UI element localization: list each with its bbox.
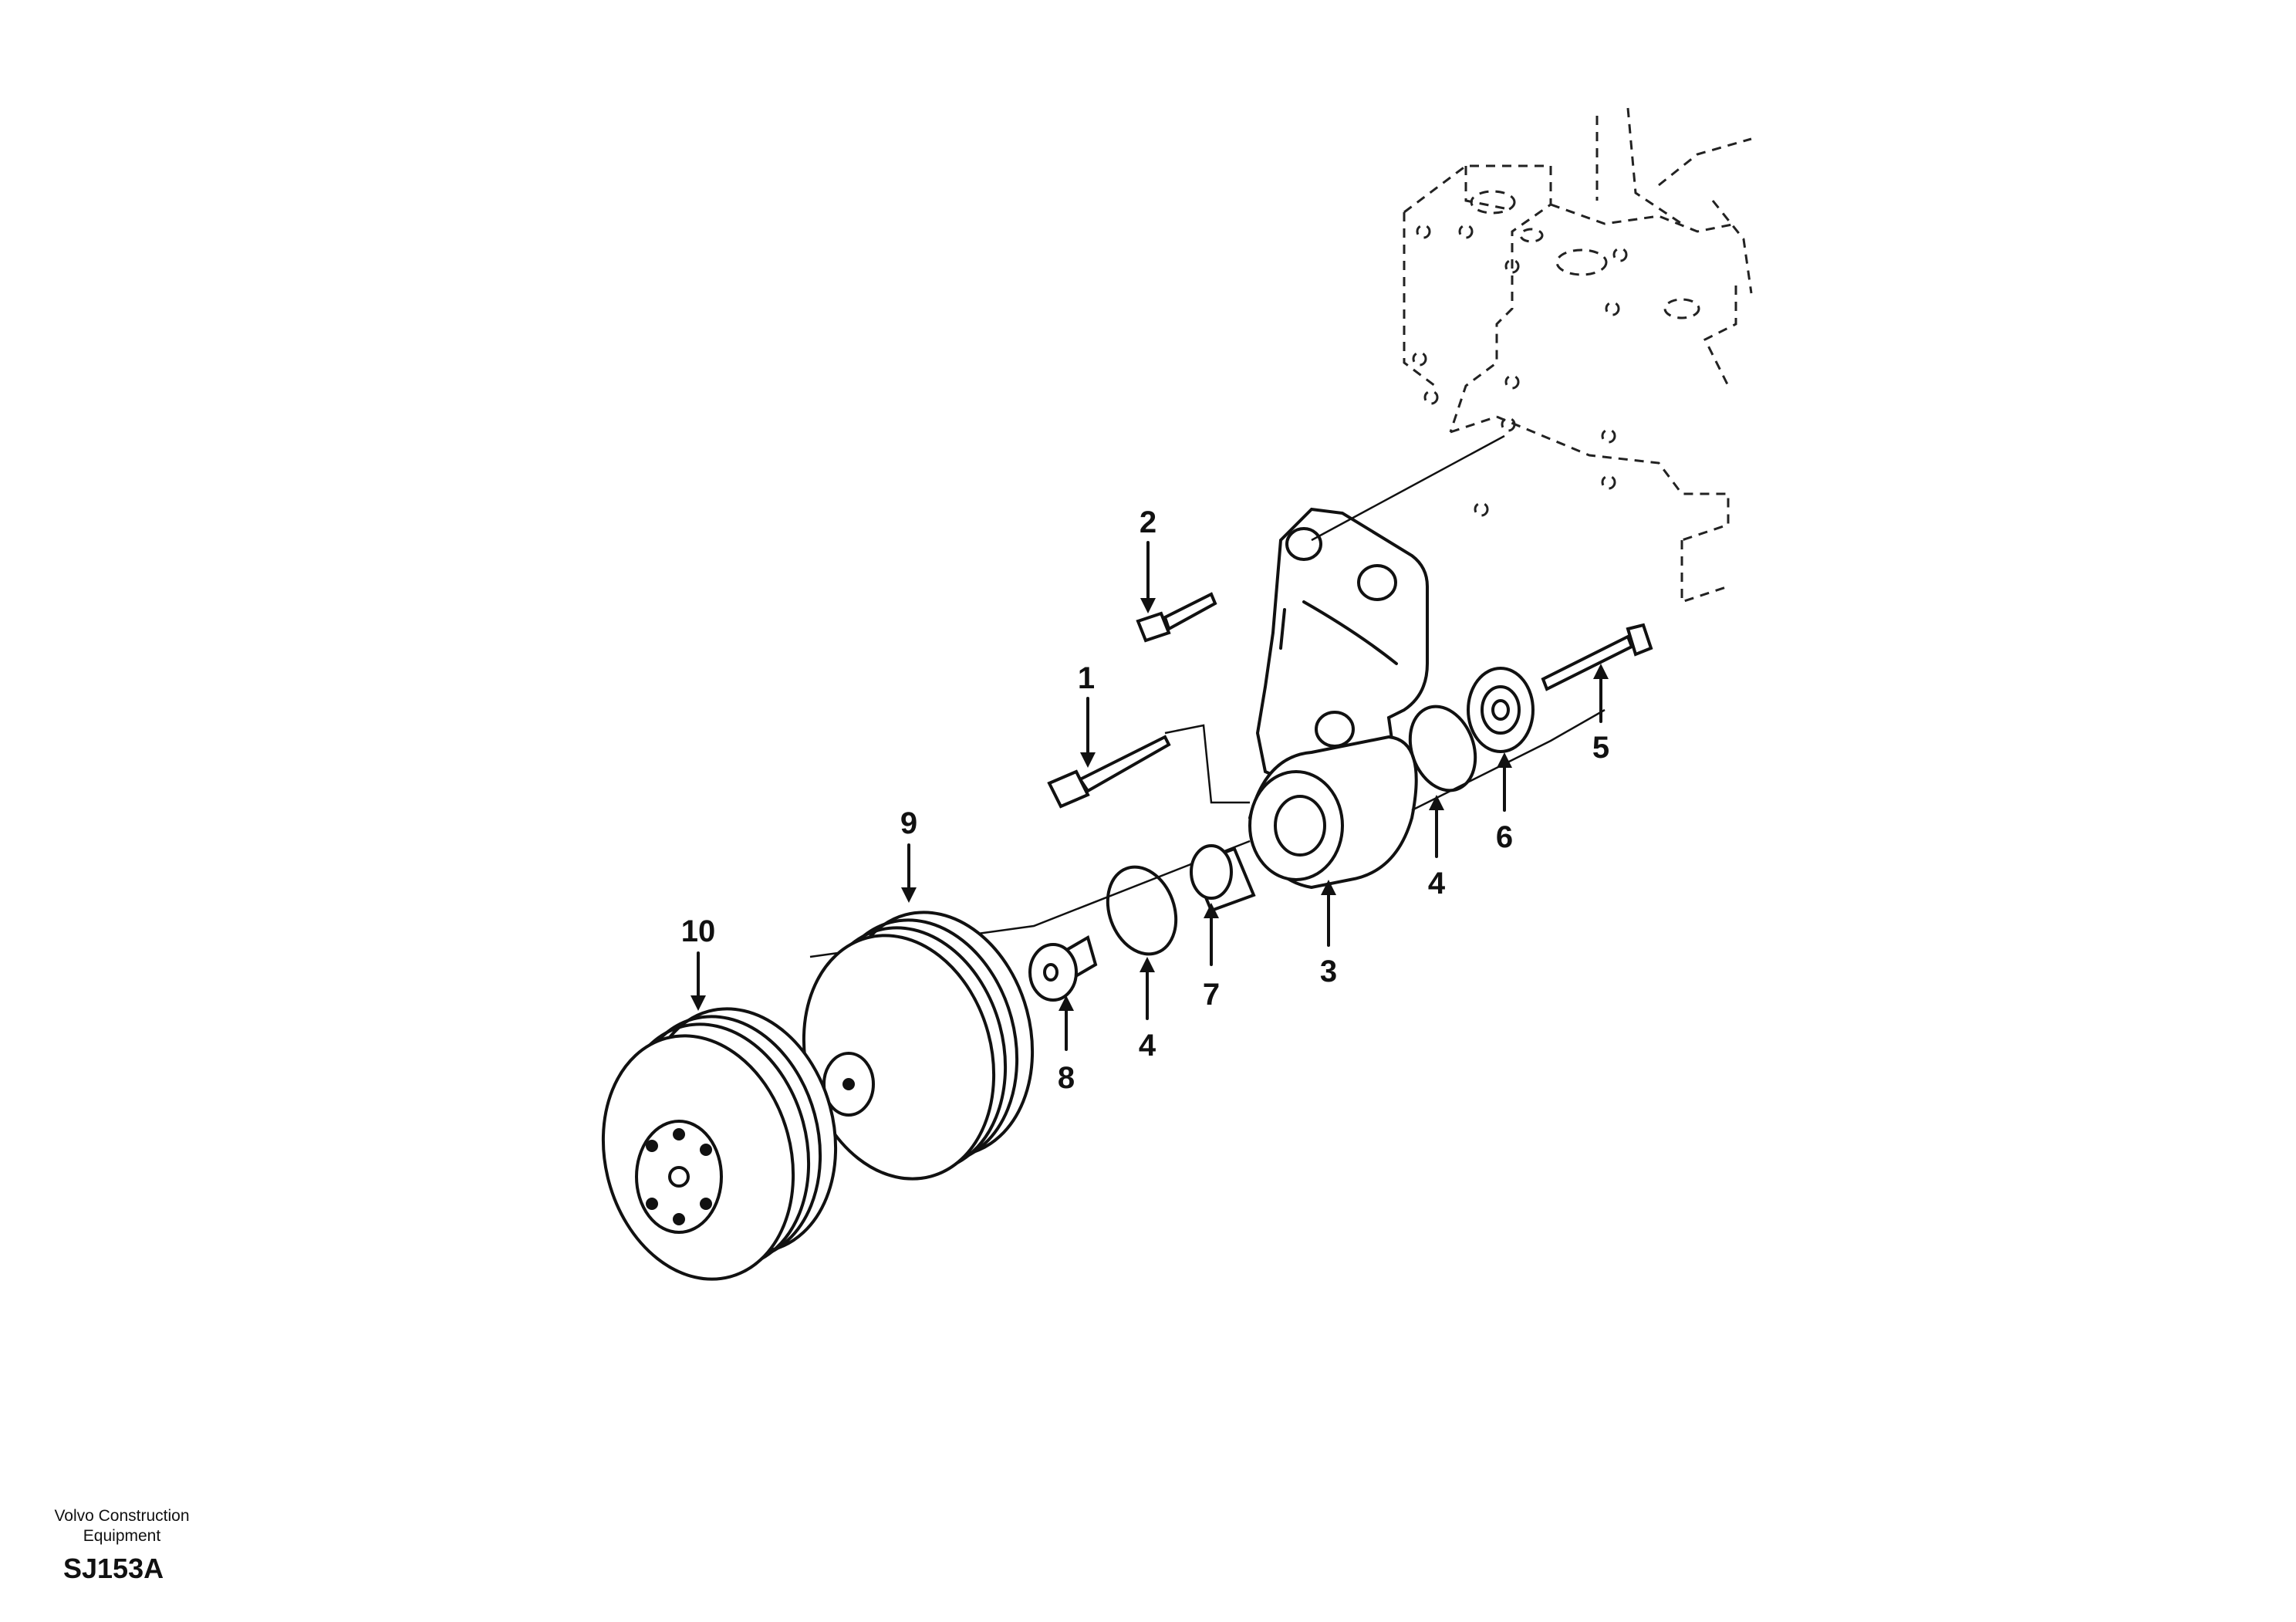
company-line-1: Volvo Construction xyxy=(54,1507,190,1525)
callout-6: 6 xyxy=(1496,752,1513,854)
tensioner-body xyxy=(1248,735,1418,890)
callout-5: 5 xyxy=(1592,664,1609,765)
callout-10: 10 xyxy=(681,914,716,1011)
callout-9: 9 xyxy=(900,806,917,903)
company-line-2: Equipment xyxy=(83,1527,161,1545)
company-name: Volvo Construction Equipment xyxy=(37,1506,207,1546)
bolt-5 xyxy=(1541,623,1653,691)
callout-4-left: 4 xyxy=(1139,957,1156,1063)
washer-6 xyxy=(1467,667,1535,753)
bushing-7 xyxy=(1190,844,1256,913)
callout-label-6: 6 xyxy=(1496,820,1513,854)
circlip-4-left xyxy=(1106,865,1178,956)
bolt-1 xyxy=(1047,735,1171,809)
engine-block-outline xyxy=(1403,107,1753,604)
callout-3: 3 xyxy=(1320,880,1337,988)
callout-7: 7 xyxy=(1203,903,1220,1012)
callout-label-1: 1 xyxy=(1078,661,1095,695)
pulley-9 xyxy=(802,911,1035,1181)
callout-label-4b: 4 xyxy=(1139,1029,1156,1063)
callout-2: 2 xyxy=(1140,505,1156,613)
callout-label-2: 2 xyxy=(1140,505,1156,539)
callout-label-9: 9 xyxy=(900,806,917,840)
callout-label-3: 3 xyxy=(1320,955,1337,988)
callout-1: 1 xyxy=(1078,661,1096,768)
hub-8 xyxy=(1028,934,1098,1002)
callout-label-10: 10 xyxy=(681,914,716,948)
callout-label-8: 8 xyxy=(1058,1061,1075,1095)
callout-4-right: 4 xyxy=(1428,795,1446,901)
pulley-10 xyxy=(601,1007,838,1281)
bolt-2 xyxy=(1136,592,1217,643)
figure-code: SJ153A xyxy=(63,1553,164,1584)
callout-label-4a: 4 xyxy=(1428,867,1446,901)
callout-label-5: 5 xyxy=(1592,731,1609,765)
callout-8: 8 xyxy=(1058,995,1075,1095)
callout-label-7: 7 xyxy=(1203,978,1220,1012)
circlip-4-right xyxy=(1408,705,1477,792)
